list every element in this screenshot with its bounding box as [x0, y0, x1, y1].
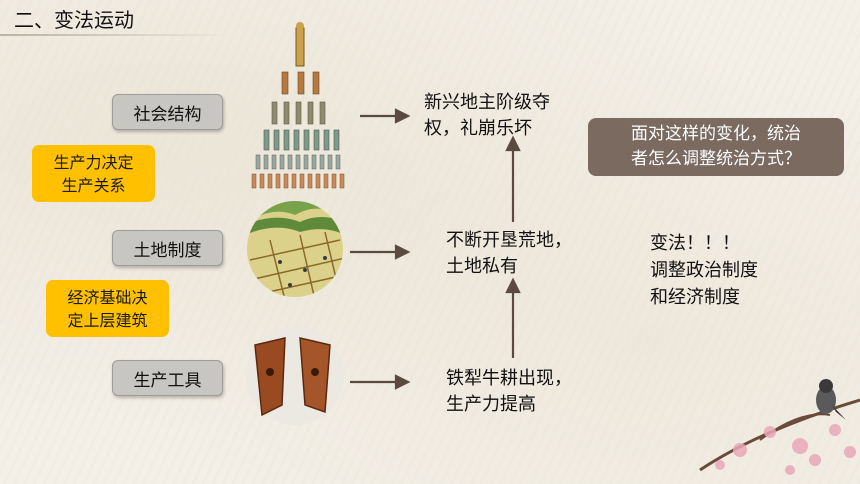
arrows: [350, 108, 521, 390]
result-tools-line2: 生产力提高: [446, 394, 536, 415]
question-box: 面对这样的变化，统治 者怎么调整统治方式？: [588, 118, 844, 176]
result-tools: 铁犁牛耕出现， 生产力提高: [446, 366, 572, 418]
title-underline: [0, 34, 230, 36]
note-productivity: 生产力决定 生产关系: [32, 145, 155, 202]
note-productivity-line1: 生产力决定: [53, 152, 134, 172]
page-title: 二、变法运动: [14, 8, 134, 32]
iron-plough-icon: [246, 327, 344, 425]
result-land: 不断开垦荒地， 土地私有: [446, 228, 572, 280]
question-line2: 者怎么调整统治方式？: [631, 149, 801, 169]
result-tools-line1: 铁犁牛耕出现，: [446, 368, 572, 389]
note-economic-base-line2: 定上层建筑: [67, 310, 148, 330]
label-land-system: 土地制度: [112, 230, 223, 266]
answer-line2: 调整政治制度: [650, 260, 758, 281]
result-land-line2: 土地私有: [446, 256, 518, 277]
answer-block: 变法！！！ 调整政治制度 和经济制度: [650, 230, 758, 311]
result-social-line1: 新兴地主阶级夺: [424, 92, 550, 113]
farmland-icon: [247, 201, 343, 297]
question-line1: 面对这样的变化，统治: [631, 124, 801, 144]
answer-line3: 和经济制度: [650, 287, 740, 308]
label-production-tools: 生产工具: [112, 360, 223, 396]
social-pyramid-icon: [251, 22, 345, 189]
result-land-line1: 不断开垦荒地，: [446, 230, 572, 251]
answer-line1: 变法！！！: [650, 233, 740, 254]
note-economic-base: 经济基础决 定上层建筑: [46, 280, 169, 337]
result-social: 新兴地主阶级夺 权，礼崩乐坏: [424, 90, 550, 142]
note-economic-base-line1: 经济基础决: [67, 287, 148, 307]
note-productivity-line2: 生产关系: [61, 175, 126, 195]
bird-branch-icon: [699, 379, 860, 475]
result-social-line2: 权，礼崩乐坏: [424, 118, 532, 139]
label-social-structure: 社会结构: [112, 94, 223, 130]
